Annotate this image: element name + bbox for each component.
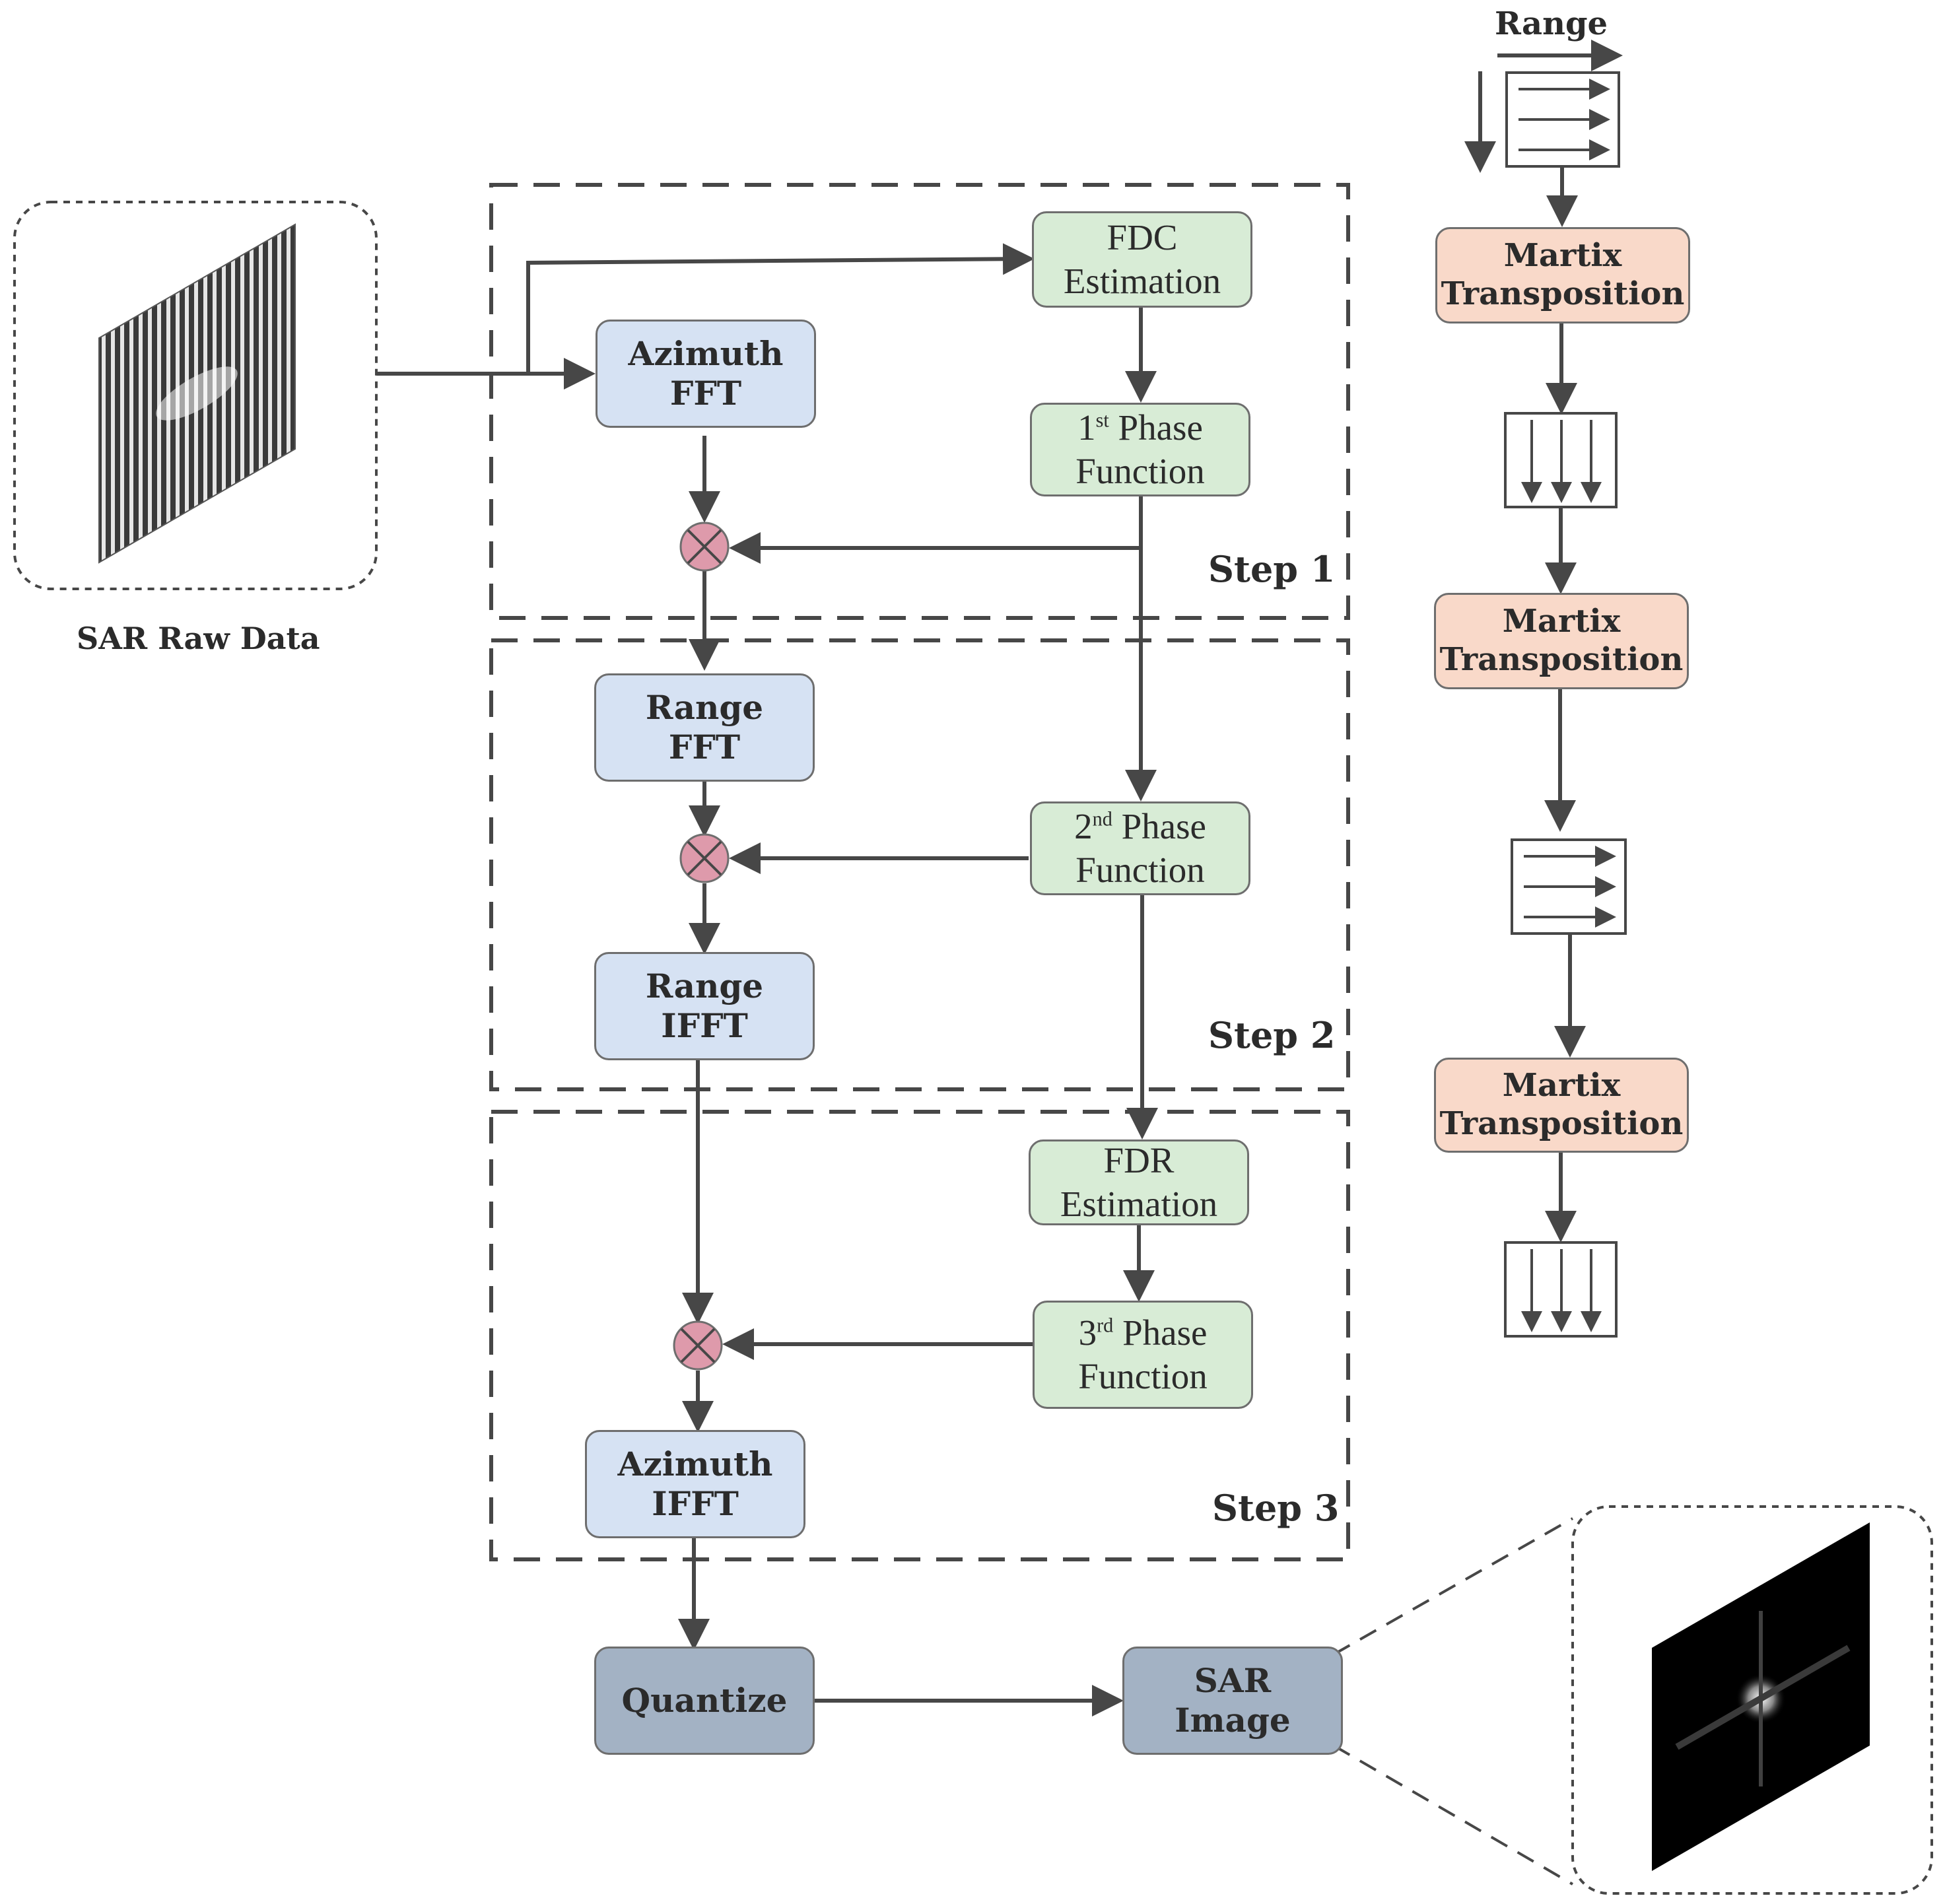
step-3-label: Step 3 [1212,1487,1340,1529]
raw-to-fdc-arrow [526,243,1035,374]
raw-data-frame [13,201,378,590]
transpose-3-label-line-2: Transposition [1439,1105,1684,1142]
azimuth-fft-node: Azimuth FFT [596,320,816,428]
fdc-label-line-2: Estimation [1063,261,1221,301]
sar-image-picture [1652,1522,1870,1871]
quantize-node: Quantize [594,1647,815,1755]
fdr-label-line-2: Estimation [1060,1184,1218,1224]
raw-data-image [98,223,296,564]
transpose-2-label-line-1: Martix [1502,603,1621,640]
matrix-transposition-1-node: Martix Transposition [1435,227,1690,323]
range-fft-node: Range FFT [594,673,815,782]
step-1-frame [489,183,1350,620]
multiplier-icon [679,522,730,572]
phase-3-label-line-1: 3rd Phase [1078,1312,1208,1353]
fdr-label-line-1: FDR [1103,1140,1175,1180]
fdc-estimation-node: FDC Estimation [1032,211,1252,308]
multiplier-icon [673,1320,723,1371]
sar-image-label-line-1: SAR [1194,1661,1272,1700]
azimuth-ifft-label-line-2: IFFT [652,1484,739,1523]
zoom-line-top [1333,1517,1573,1656]
sar-image-frame [1571,1505,1933,1895]
column-matrix-icon [1504,1241,1618,1338]
range-axis-label: Range [1495,5,1608,42]
step-2-frame [489,638,1350,1091]
row-matrix-icon [1505,71,1620,168]
azimuth-fft-label-line-2: FFT [669,374,742,413]
phase-2-label-line-1: 2nd Phase [1074,806,1206,846]
sar-image-node: SAR Image [1122,1647,1343,1755]
sar-image-label-line-2: Image [1175,1701,1291,1740]
step-3-frame [489,1110,1350,1561]
zoom-line-bottom [1332,1744,1574,1886]
azimuth-ifft-label-line-1: Azimuth [617,1445,773,1483]
fdc-label-line-1: FDC [1107,217,1178,257]
azimuth-fft-label-line-1: Azimuth [628,334,784,373]
phase-1-label-line-1: 1st Phase [1077,407,1203,448]
step-2-label: Step 2 [1208,1014,1336,1056]
phase-function-1-node: 1st Phase Function [1030,403,1250,496]
matrix-transposition-2-node: Martix Transposition [1434,593,1689,689]
transpose-3-label-line-1: Martix [1502,1067,1621,1105]
phase-3-label-line-2: Function [1078,1356,1208,1396]
transpose-1-label-line-2: Transposition [1441,275,1685,312]
fdr-estimation-node: FDR Estimation [1029,1139,1249,1225]
phase-function-2-node: 2nd Phase Function [1030,801,1250,895]
transpose-2-label-line-2: Transposition [1439,641,1684,678]
phase-1-label-line-2: Function [1075,451,1205,491]
column-matrix-icon [1504,412,1618,508]
range-ifft-label-line-1: Range [645,967,764,1005]
quantize-label: Quantize [621,1681,788,1720]
phase-2-label-line-2: Function [1075,850,1205,890]
sar-raw-data-caption: SAR Raw Data [77,621,320,656]
azimuth-ifft-node: Azimuth IFFT [585,1430,805,1538]
range-fft-label-line-2: FFT [668,728,741,766]
transpose-1-label-line-1: Martix [1503,237,1622,275]
step-1-label: Step 1 [1208,548,1336,590]
phase-function-3-node: 3rd Phase Function [1033,1301,1253,1409]
range-ifft-node: Range IFFT [594,952,815,1060]
row-matrix-icon [1511,838,1627,935]
range-fft-label-line-1: Range [645,688,764,727]
multiplier-icon [679,833,730,883]
matrix-transposition-3-node: Martix Transposition [1434,1058,1689,1153]
range-ifft-label-line-2: IFFT [661,1006,748,1045]
